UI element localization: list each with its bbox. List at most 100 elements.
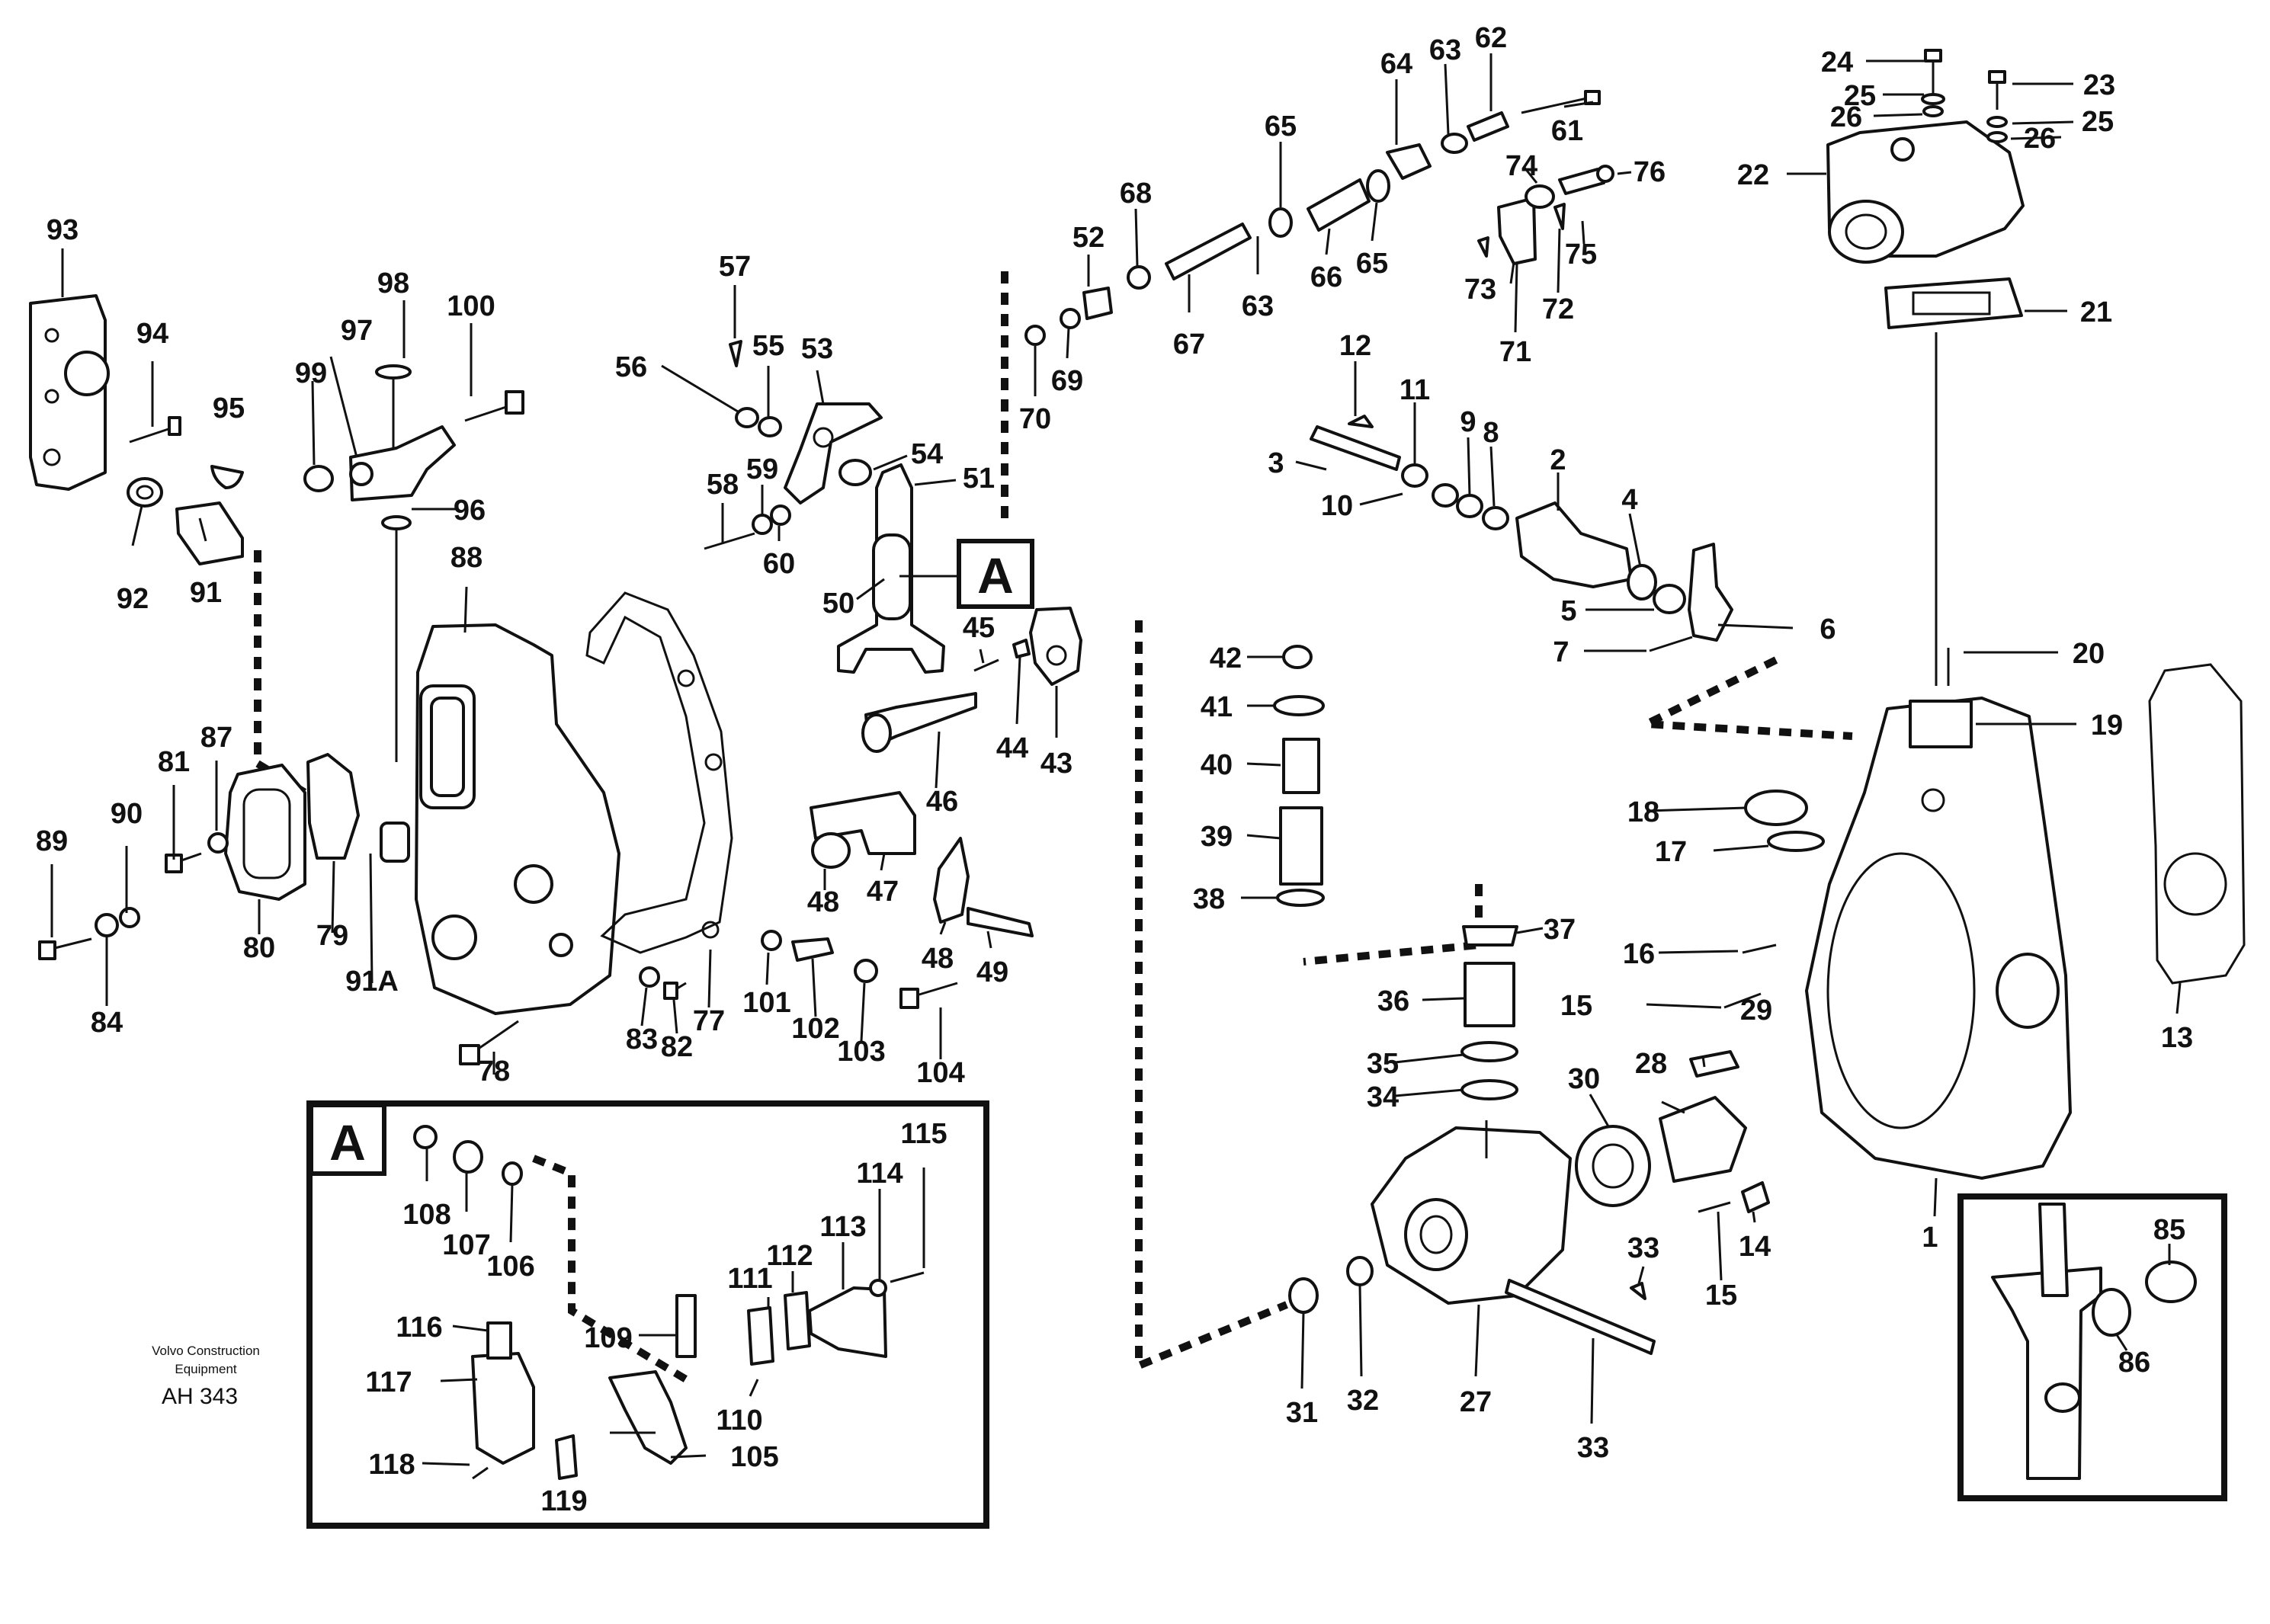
label-39: 39 — [1201, 821, 1233, 853]
label-48b: 48 — [922, 943, 954, 975]
label-49: 49 — [976, 956, 1008, 988]
label-59: 59 — [746, 453, 778, 485]
label-93: 93 — [46, 214, 79, 246]
label-92: 92 — [117, 583, 149, 615]
bracket-113 — [808, 1286, 887, 1358]
plug-85 — [2145, 1260, 2197, 1303]
label-27: 27 — [1460, 1386, 1492, 1418]
label-63b: 63 — [1242, 290, 1274, 322]
label-33b: 33 — [1577, 1432, 1609, 1464]
label-33a: 33 — [1627, 1232, 1659, 1264]
label-23: 23 — [2083, 69, 2115, 101]
bracket-97 — [349, 425, 456, 501]
hub-28 — [1659, 1096, 1747, 1183]
label-105: 105 — [730, 1441, 778, 1473]
detail-box-a: A — [306, 1100, 989, 1529]
label-63a: 63 — [1429, 34, 1461, 66]
pump-housing-group — [1575, 648, 2246, 1213]
label-72: 72 — [1542, 293, 1574, 325]
label-102: 102 — [791, 1013, 839, 1045]
label-13: 13 — [2161, 1022, 2193, 1054]
label-73: 73 — [1464, 274, 1496, 306]
label-19: 19 — [2091, 709, 2123, 742]
washer-38 — [1276, 889, 1325, 907]
label-1: 1 — [1922, 1222, 1938, 1254]
label-48a: 48 — [807, 886, 839, 918]
label-61: 61 — [1551, 115, 1583, 147]
label-91: 91 — [190, 577, 222, 609]
label-41: 41 — [1201, 691, 1233, 723]
bushing-48 — [811, 832, 851, 869]
label-112: 112 — [766, 1240, 813, 1272]
label-46: 46 — [926, 786, 958, 818]
label-38: 38 — [1193, 883, 1225, 915]
label-35: 35 — [1367, 1048, 1399, 1080]
label-12: 12 — [1339, 330, 1371, 362]
label-97: 97 — [341, 315, 373, 347]
label-5: 5 — [1560, 595, 1576, 627]
label-44: 44 — [996, 732, 1028, 764]
label-14: 14 — [1739, 1231, 1771, 1263]
washer-99 — [303, 465, 334, 492]
plate-112 — [784, 1291, 811, 1350]
label-30: 30 — [1568, 1063, 1600, 1095]
label-99: 99 — [295, 357, 327, 389]
label-8: 8 — [1483, 417, 1499, 449]
label-110: 110 — [716, 1405, 762, 1437]
label-54: 54 — [911, 438, 943, 470]
label-77: 77 — [693, 1005, 725, 1037]
sleeve-91 — [175, 501, 244, 565]
label-4: 4 — [1621, 484, 1637, 516]
label-76: 76 — [1634, 156, 1666, 188]
shaft-33 — [1505, 1279, 1656, 1355]
label-17: 17 — [1655, 836, 1687, 868]
label-51: 51 — [963, 463, 995, 495]
housing-section — [1991, 1267, 2102, 1480]
valve-31 — [1288, 1277, 1319, 1314]
label-47: 47 — [867, 876, 899, 908]
ring-5 — [1653, 584, 1686, 614]
company-line-2: Equipment — [175, 1362, 237, 1376]
valve-group — [1310, 415, 1733, 652]
housing-gasket — [585, 591, 733, 954]
label-113: 113 — [819, 1211, 866, 1243]
label-101: 101 — [742, 987, 790, 1019]
label-15a: 15 — [1560, 990, 1592, 1022]
label-65b: 65 — [1356, 248, 1388, 280]
label-69: 69 — [1051, 365, 1083, 397]
label-80: 80 — [243, 932, 275, 964]
label-68: 68 — [1120, 178, 1152, 210]
cover-80 — [224, 764, 306, 901]
callout-a: A — [899, 539, 1034, 609]
label-7: 7 — [1553, 636, 1569, 668]
washer-92 — [127, 477, 163, 508]
label-3: 3 — [1268, 447, 1284, 479]
label-71: 71 — [1499, 336, 1531, 368]
gasket-13 — [2148, 663, 2246, 985]
label-65a: 65 — [1265, 111, 1297, 143]
seal-86 — [2092, 1288, 2131, 1337]
label-57: 57 — [719, 251, 751, 283]
leader-lines — [50, 53, 2182, 1480]
label-81: 81 — [158, 746, 190, 778]
plate-48 — [933, 837, 970, 924]
pump-head-group — [1273, 645, 1656, 1355]
seal-17 — [1767, 831, 1825, 852]
spring-54 — [838, 459, 872, 486]
lever-105 — [608, 1370, 688, 1465]
bracket-93 — [29, 294, 107, 491]
spring-36 — [1464, 962, 1515, 1027]
label-26b: 26 — [2024, 123, 2056, 155]
pump-head-27 — [1371, 1126, 1572, 1305]
plate-19 — [1909, 700, 1973, 748]
washer-34 — [1460, 1079, 1518, 1100]
label-18: 18 — [1627, 796, 1659, 828]
label-95: 95 — [213, 392, 245, 424]
plug-18 — [1744, 790, 1808, 826]
label-103: 103 — [837, 1036, 885, 1068]
cover-gasket-79 — [306, 753, 360, 860]
label-106: 106 — [486, 1251, 534, 1283]
label-22: 22 — [1737, 159, 1769, 191]
label-58: 58 — [707, 469, 739, 501]
label-37: 37 — [1544, 914, 1576, 946]
